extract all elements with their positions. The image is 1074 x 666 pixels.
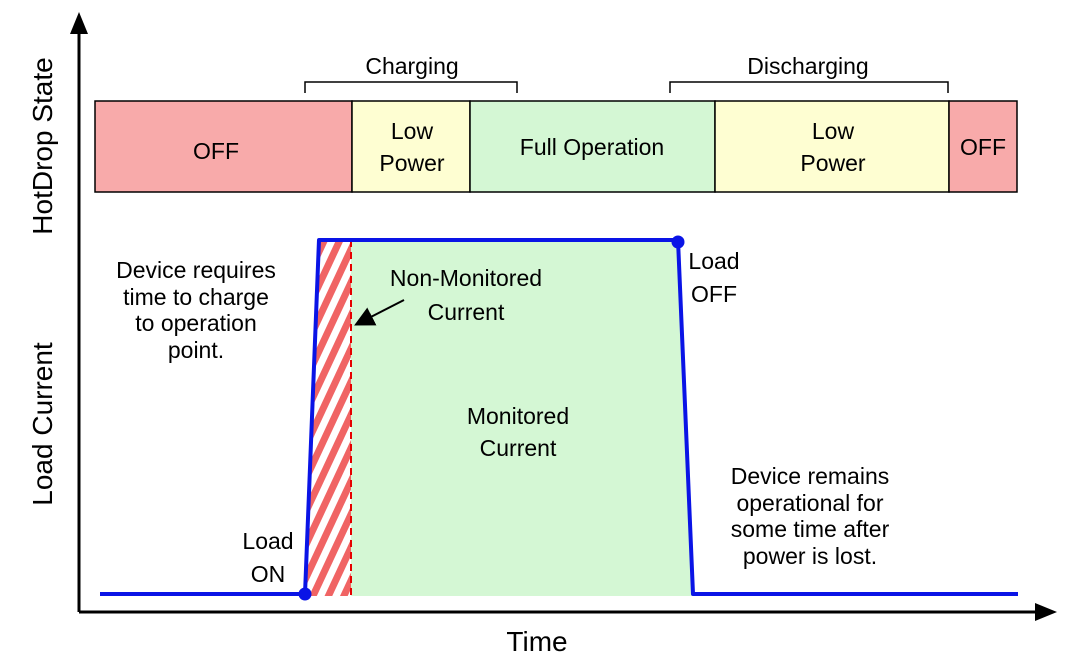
charge-note-line1: Device requires [116,257,276,283]
x-axis-label: Time [506,626,567,657]
state-low-power-1-box [351,100,471,193]
discharging-bracket [669,81,949,93]
charge-note-line4: point. [168,337,224,363]
load-off-point [671,235,685,249]
remain-note: Device remains operational for some time… [731,463,890,569]
charge-note: Device requires time to charge to operat… [116,257,276,363]
state-low-power-2-line2: Power [800,150,866,176]
load-off-line1: Load [688,248,739,274]
state-low-power-1-line2: Power [379,150,445,176]
load-off-line2: OFF [691,281,737,307]
load-current-trace [100,238,1018,596]
remain-note-line4: power is lost. [743,543,877,569]
charging-label: Charging [365,53,458,79]
state-low-power-1: Low Power [351,100,471,193]
monitored-line2: Current [480,435,557,461]
discharging-label: Discharging [747,53,868,79]
state-low-power-2: Low Power [714,100,950,193]
state-low-power-2-line1: Low [812,118,855,144]
charge-note-line3: to operation [135,310,256,336]
load-on-label: Load ON [242,528,293,587]
non-monitored-line2: Current [428,299,505,325]
monitored-current-region [351,240,693,596]
charge-note-line2: time to charge [123,284,269,310]
state-bar: OFF Low Power Full Operation Low Power O… [94,100,1018,193]
state-off-2: OFF [948,100,1018,193]
non-monitored-label: Non-Monitored Current [390,265,542,325]
state-off-1-box [94,100,353,193]
monitored-line1: Monitored [467,403,569,429]
monitored-label: Monitored Current [467,403,569,461]
state-off-2-label: OFF [960,134,1006,160]
x-axis-arrow-icon [1035,603,1057,621]
remain-note-line2: operational for [736,490,883,516]
state-off-1-label: OFF [193,138,239,164]
load-off-label: Load OFF [688,248,739,307]
charging-bracket [304,81,518,93]
state-off-1: OFF [94,100,353,193]
remain-note-line3: some time after [731,516,890,542]
state-low-power-1-line1: Low [391,118,434,144]
state-full-operation-box [469,100,716,193]
non-monitored-line1: Non-Monitored [390,265,542,291]
y-axis-arrow-icon [70,12,88,34]
load-on-line2: ON [251,561,286,587]
state-full-operation-label: Full Operation [520,134,664,160]
state-off-2-box [948,100,1018,193]
state-low-power-2-box [714,100,950,193]
remain-note-line1: Device remains [731,463,890,489]
load-on-line1: Load [242,528,293,554]
state-full-operation: Full Operation [469,100,716,193]
y-axis-label-bottom: Load Current [27,342,58,506]
non-monitored-pointer-arrow [354,299,405,326]
y-axis-label-top: HotDrop State [27,57,58,234]
load-on-point [298,587,312,601]
